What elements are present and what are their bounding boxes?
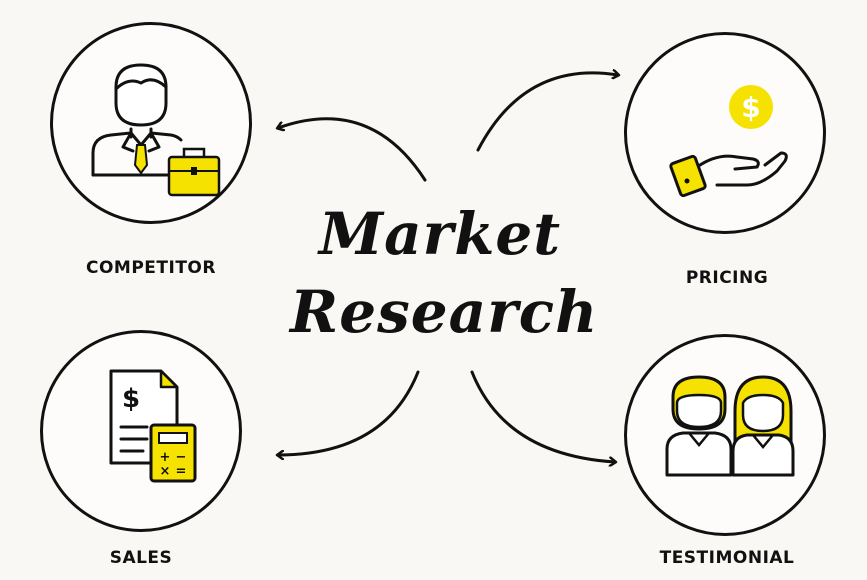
- svg-text:$: $: [741, 91, 760, 124]
- svg-text:×: ×: [160, 464, 171, 479]
- testimonial-label: TESTIMONIAL: [659, 548, 795, 568]
- competitor-node: [50, 22, 252, 224]
- competitor-label: COMPETITOR: [86, 258, 216, 278]
- arrow-to-testimonial: [470, 370, 615, 462]
- sales-node: $ + − × =: [40, 330, 242, 532]
- customers-icon: [665, 375, 795, 477]
- arrow-to-competitor: [278, 117, 427, 182]
- arrow-to-pricing: [476, 73, 618, 152]
- hand-dollar-coin-icon: $: [669, 85, 788, 198]
- title-line-1: Market: [318, 200, 562, 268]
- svg-text:=: =: [176, 464, 187, 479]
- title-line-2: Research: [290, 278, 599, 346]
- arrow-to-sales: [278, 370, 420, 455]
- testimonial-node: [624, 334, 826, 536]
- diagram-title: Market Research: [290, 195, 599, 351]
- sales-label: SALES: [109, 548, 173, 568]
- pricing-node: $: [624, 32, 826, 234]
- pricing-label: PRICING: [685, 268, 769, 288]
- businessman-briefcase-icon: [91, 63, 221, 197]
- svg-text:$: $: [122, 384, 140, 414]
- svg-text:+: +: [160, 450, 171, 465]
- svg-text:−: −: [176, 450, 187, 465]
- invoice-calculator-icon: $ + − × =: [109, 369, 197, 483]
